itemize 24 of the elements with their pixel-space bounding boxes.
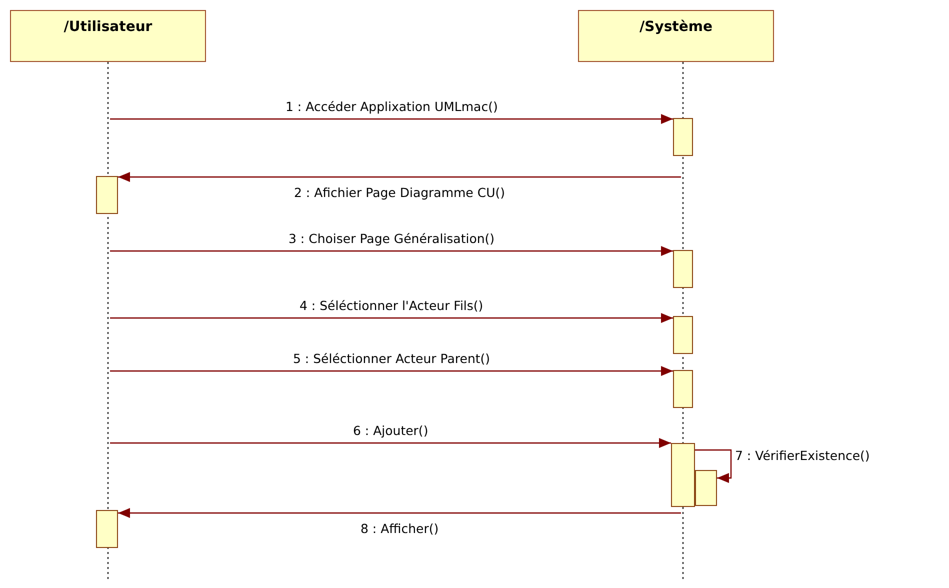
lifeline-head: /Système — [578, 10, 774, 62]
message-arrow — [110, 366, 673, 376]
message-label: 2 : Afichier Page Diagramme CU() — [292, 185, 507, 200]
message-label: 4 : Séléctionner l'Acteur Fils() — [298, 298, 486, 313]
activation-bar — [673, 250, 693, 288]
activation-bar — [671, 443, 695, 507]
message-arrow — [110, 313, 673, 323]
message-arrow — [110, 438, 671, 448]
activation-bar — [673, 316, 693, 354]
message-label: 7 : VérifierExistence() — [733, 448, 872, 463]
message-arrow — [695, 449, 732, 483]
message-arrow — [118, 172, 681, 182]
message-arrow — [110, 114, 673, 124]
activation-bar — [673, 370, 693, 408]
activation-bar — [96, 510, 118, 548]
message-label: 6 : Ajouter() — [351, 423, 430, 438]
message-arrow — [110, 246, 673, 256]
lifeline-head: /Utilisateur — [10, 10, 206, 62]
message-label: 1 : Accéder Applixation UMLmac() — [284, 99, 500, 114]
activation-bar — [96, 176, 118, 214]
message-label: 8 : Afficher() — [358, 521, 441, 536]
activation-bar — [673, 118, 693, 156]
activation-bar — [695, 470, 717, 506]
message-arrow — [118, 508, 681, 518]
